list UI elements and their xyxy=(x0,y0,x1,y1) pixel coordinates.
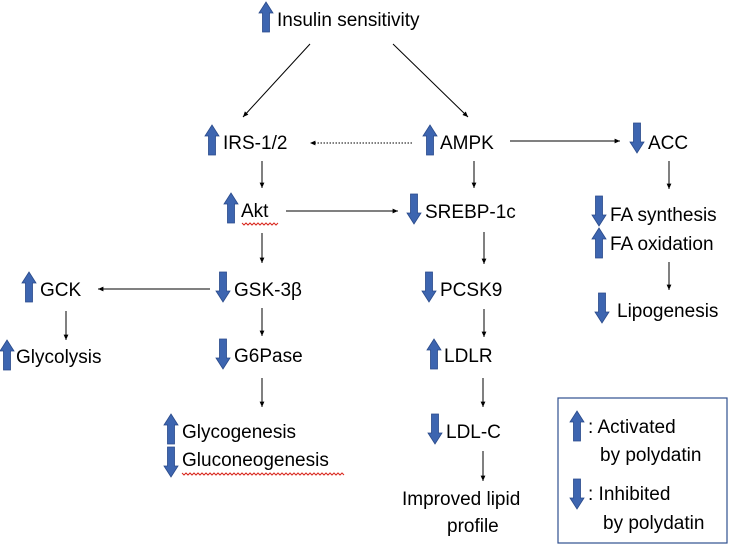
arrow-up-icon-ampk xyxy=(422,124,438,156)
node-akt: Akt xyxy=(241,201,269,222)
arrow-up-icon-glycogenesis xyxy=(163,413,179,445)
connectors xyxy=(63,43,672,481)
node-gluconeogenesis: Gluconeogenesis xyxy=(182,450,329,471)
node-lipogenesis: Lipogenesis xyxy=(617,301,718,322)
direction-arrows xyxy=(0,1,645,510)
arrow-up-icon-akt xyxy=(223,192,239,224)
arrow-down-icon-lipogenesis xyxy=(594,292,610,324)
legend-inhibited-sub: by polydatin xyxy=(603,513,704,534)
node-glycolysis: Glycolysis xyxy=(16,347,102,368)
arrow-down-icon-fa-synthesis xyxy=(591,195,607,227)
arrow-down-icon-gluconeogenesis xyxy=(163,446,179,478)
arrow-down-icon-legend-inhibited xyxy=(569,478,585,510)
node-acc: ACC xyxy=(648,133,688,154)
arrow-up-icon-ldlr xyxy=(426,338,442,370)
arrow-up-icon-insulin-sensitivity xyxy=(258,1,274,33)
arrow-down-icon-srebp xyxy=(406,193,422,225)
node-glycogenesis: Glycogenesis xyxy=(182,422,296,443)
arrow-down-icon-acc xyxy=(629,122,645,154)
node-fa-oxidation: FA oxidation xyxy=(610,234,714,255)
node-ldlr: LDLR xyxy=(444,346,493,367)
spellcheck-underline-gluconeogenesis xyxy=(181,472,345,476)
node-gsk: GSK-3β xyxy=(234,280,302,301)
arrow-down-icon-ldlc xyxy=(427,413,443,445)
spellcheck-underline-akt xyxy=(241,222,279,226)
node-ampk: AMPK xyxy=(440,133,494,154)
node-irs: IRS-1/2 xyxy=(223,133,287,154)
arrow-up-icon-legend-activated xyxy=(569,410,585,442)
legend: : Activated by polydatin : Inhibited by … xyxy=(557,397,728,544)
connector-insulin-to-irs xyxy=(242,43,311,118)
arrow-up-icon-glycolysis xyxy=(0,339,15,371)
arrow-up-icon-fa-oxidation xyxy=(591,227,607,259)
node-labels: Insulin sensitivity IRS-1/2 AMPK ACC Akt… xyxy=(16,10,718,537)
node-srebp: SREBP-1c xyxy=(425,202,516,223)
node-lipid-profile-line1: Improved lipid xyxy=(402,489,520,510)
node-fa-synthesis: FA synthesis xyxy=(610,205,717,226)
legend-inhibited-label: : Inhibited xyxy=(588,484,670,505)
node-insulin-sensitivity: Insulin sensitivity xyxy=(277,10,420,31)
node-pcsk9: PCSK9 xyxy=(440,280,502,301)
arrow-down-icon-g6pase xyxy=(215,338,231,370)
node-lipid-profile-line2: profile xyxy=(447,516,499,537)
legend-activated-label: : Activated xyxy=(588,417,676,438)
node-gck: GCK xyxy=(40,280,82,301)
arrow-up-icon-irs xyxy=(204,124,220,156)
legend-box xyxy=(557,397,728,544)
arrow-down-icon-pcsk9 xyxy=(421,271,437,303)
connector-insulin-to-ampk xyxy=(392,43,469,118)
node-ldlc: LDL-C xyxy=(446,422,501,443)
arrow-down-icon-gsk xyxy=(215,271,231,303)
arrow-up-icon-gck xyxy=(21,271,37,303)
node-g6pase: G6Pase xyxy=(234,346,303,367)
legend-activated-sub: by polydatin xyxy=(600,445,701,466)
